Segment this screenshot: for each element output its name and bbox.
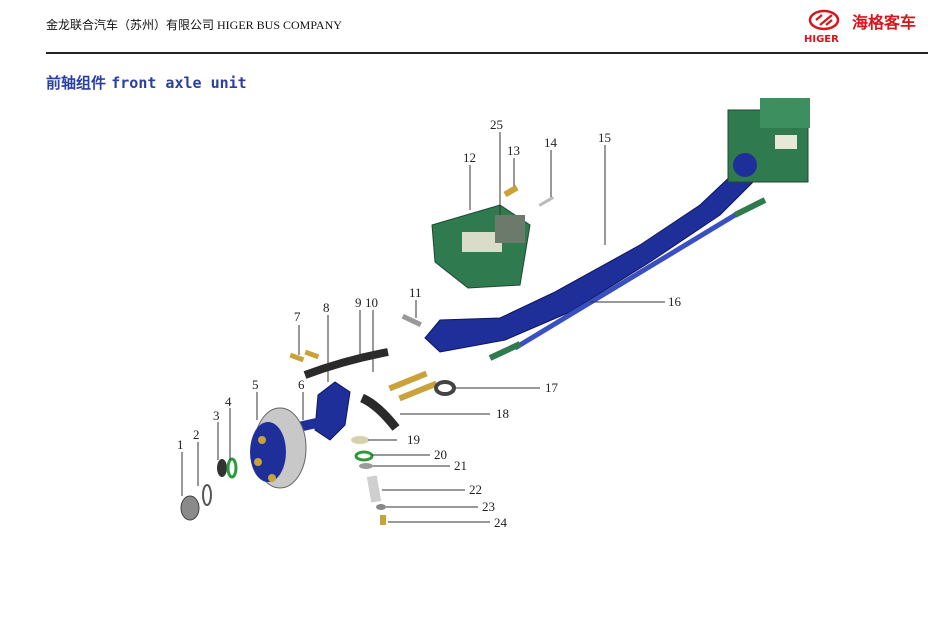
company-name: 金龙联合汽车（苏州）有限公司 HIGER BUS COMPANY: [46, 18, 342, 32]
seal-20: [354, 450, 374, 462]
higer-logo: HIGER 海格客车: [804, 9, 916, 45]
part-number-labels: 1 2 3 4 5 6 7 8 9 10 11 12 13 14 15 16 1…: [177, 117, 682, 530]
part-number-6: 6: [298, 377, 305, 392]
header-rule: [46, 52, 928, 54]
washer-17: [434, 380, 456, 396]
king-pin-22: [366, 475, 382, 503]
part-number-20: 20: [434, 447, 447, 462]
part-number-7: 7: [294, 309, 301, 324]
ring-2: [202, 484, 212, 506]
part-number-18: 18: [496, 406, 509, 421]
lower-arm: [360, 393, 400, 431]
part-number-11: 11: [409, 285, 422, 300]
logo-text-en: HIGER: [804, 34, 839, 45]
tie-rod-end-right: [733, 197, 767, 218]
pin-14: [538, 196, 554, 207]
part-number-3: 3: [213, 408, 220, 423]
part-number-1: 1: [177, 437, 184, 452]
shim-19: [351, 436, 369, 444]
part-number-13: 13: [507, 143, 520, 158]
part-number-22: 22: [469, 482, 482, 497]
brake-caliper: [431, 204, 531, 289]
part-number-25: 25: [490, 117, 503, 132]
part-number-9: 9: [355, 295, 362, 310]
part-number-19: 19: [407, 432, 420, 447]
title-cn: 前轴组件: [46, 74, 107, 92]
tie-rod-end-left: [488, 341, 522, 361]
bolt-7b: [304, 349, 320, 360]
title-en: front axle unit: [111, 74, 247, 92]
part-number-10: 10: [365, 295, 378, 310]
wheel-hub: [250, 407, 307, 489]
part-number-5: 5: [252, 377, 259, 392]
part-number-4: 4: [225, 394, 232, 409]
part-number-15: 15: [598, 130, 611, 145]
page-header: 金龙联合汽车（苏州）有限公司 HIGER BUS COMPANY HIGER 海…: [0, 0, 948, 54]
seal-4: [226, 457, 238, 479]
bolt-7a: [289, 352, 305, 363]
part-number-8: 8: [323, 300, 330, 315]
part-number-24: 24: [494, 515, 508, 530]
caliper-bolt: [503, 184, 519, 198]
steering-arm: [303, 348, 389, 379]
ring-21: [359, 463, 373, 469]
right-brake-assembly: [727, 98, 810, 183]
nut-3: [217, 459, 227, 477]
logo-text-cn: 海格客车: [852, 13, 916, 32]
bolt-11: [401, 313, 422, 327]
part-number-21: 21: [454, 458, 467, 473]
grease-fitting-24: [380, 515, 386, 525]
part-number-23: 23: [482, 499, 495, 514]
knuckle-bolt-a: [388, 370, 428, 392]
washer-23: [376, 504, 386, 510]
part-number-14: 14: [544, 135, 558, 150]
page-title: 前轴组件 front axle unit: [46, 72, 247, 93]
part-number-2: 2: [193, 427, 200, 442]
leader-lines: [181, 132, 665, 523]
hub-cap: [180, 495, 200, 521]
part-number-16: 16: [668, 294, 682, 309]
part-number-17: 17: [545, 380, 559, 395]
part-number-12: 12: [463, 150, 476, 165]
tie-rod: [513, 209, 742, 351]
knuckle-bolt-b: [398, 380, 438, 402]
